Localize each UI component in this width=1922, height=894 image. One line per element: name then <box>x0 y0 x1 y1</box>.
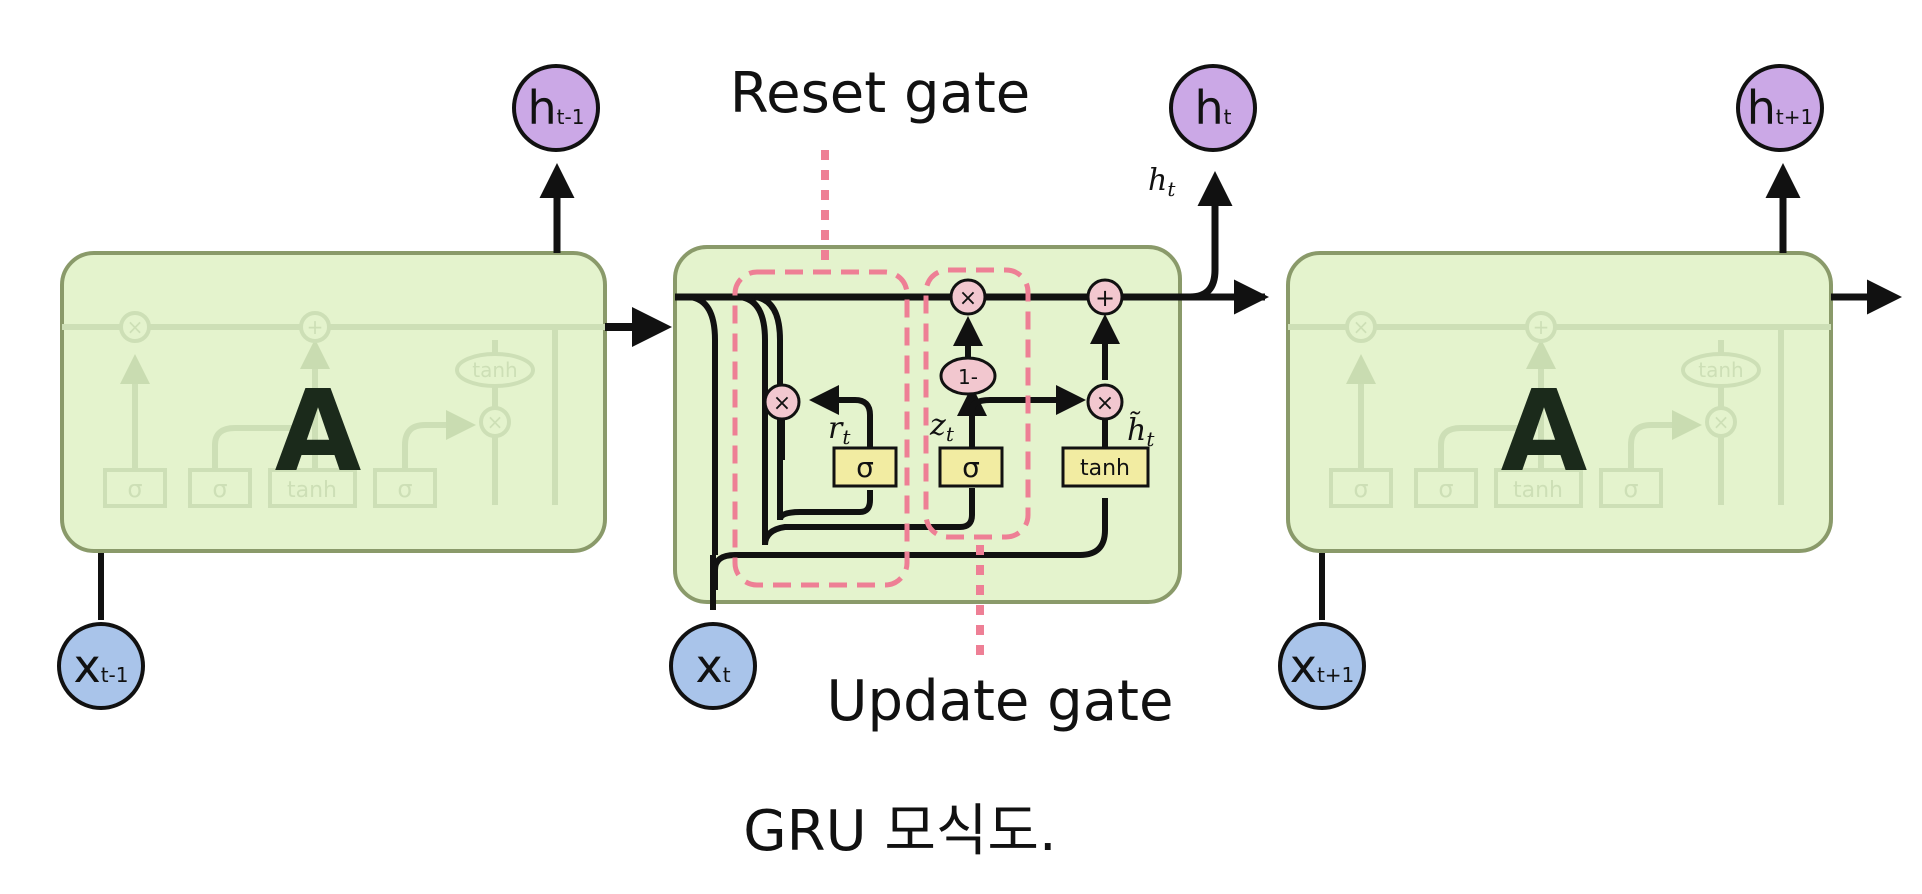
right-cell-label: A <box>1501 367 1588 497</box>
left-tanh-gate: tanh <box>287 478 337 503</box>
rt-label: rt <box>828 411 851 449</box>
right-tanh-op: tanh <box>1698 358 1743 382</box>
reset-gate-label: Reset gate <box>730 61 1031 126</box>
svg-text:xt+1: xt+1 <box>1290 639 1355 693</box>
left-cell-faint-ops <box>103 311 535 508</box>
right-cell-faint-labels: × + × tanh σ σ tanh σ <box>1353 315 1744 503</box>
svg-text:σ: σ <box>856 451 874 484</box>
candidate-mult-op <box>1086 383 1124 421</box>
tanh-gate <box>1061 446 1150 488</box>
left-sigma-2: σ <box>212 475 227 503</box>
svg-text:ht-1: ht-1 <box>528 81 585 135</box>
svg-text:ht+1: ht+1 <box>1747 81 1813 135</box>
ht-label: ht <box>1148 163 1176 201</box>
right-mult-op-2: × <box>1713 410 1730 434</box>
svg-text:×: × <box>959 286 977 311</box>
svg-text:+: + <box>1095 284 1115 312</box>
left-cell-faint-labels: × + × tanh σ σ tanh σ <box>127 315 518 503</box>
svg-text:×: × <box>773 391 791 416</box>
x-prev-node: xt-1 <box>57 622 145 710</box>
center-cell: × + 1- × × σ σ tanh rt zt h̃t ht <box>673 163 1269 610</box>
right-cell-faint-lines <box>1288 324 1831 505</box>
update-sigma-gate <box>938 446 1004 488</box>
right-cell: × + × tanh σ σ tanh σ A <box>1286 163 1902 620</box>
figure-caption: GRU 모식도. <box>743 799 1056 864</box>
svg-text:xt: xt <box>695 639 730 693</box>
right-sigma-1: σ <box>1353 475 1368 503</box>
right-mult-op: × <box>1353 315 1370 339</box>
reset-mult-op <box>763 383 801 421</box>
h-t-node: ht <box>1169 64 1257 152</box>
one-minus-op <box>939 356 997 396</box>
right-sigma-3: σ <box>1623 475 1638 503</box>
x-t-node: xt <box>669 622 757 710</box>
svg-text:×: × <box>1096 391 1114 416</box>
update-gate-region <box>923 267 1031 540</box>
right-plus-op: + <box>1533 315 1550 339</box>
htilde-label: h̃t <box>1127 411 1155 451</box>
left-sigma-3: σ <box>397 475 412 503</box>
h-next-node: ht+1 <box>1736 64 1824 152</box>
left-mult-op-2: × <box>487 410 504 434</box>
left-tanh-op: tanh <box>472 358 517 382</box>
zt-label: zt <box>929 408 955 446</box>
svg-text:tanh: tanh <box>1080 456 1130 481</box>
update-gate-label: Update gate <box>827 669 1174 734</box>
right-cell-faint-ops <box>1329 311 1761 508</box>
left-cell-label: A <box>275 367 362 497</box>
x-next-node: xt+1 <box>1278 622 1366 710</box>
top-mult-op <box>949 278 987 316</box>
reset-sigma-gate <box>832 446 898 488</box>
left-cell: × + × tanh σ σ tanh σ A <box>60 163 607 620</box>
svg-text:xt-1: xt-1 <box>73 639 128 693</box>
center-top-ops: × + <box>949 278 1124 316</box>
left-mult-op: × <box>127 315 144 339</box>
svg-text:σ: σ <box>962 451 980 484</box>
ht-output-arrow <box>1189 171 1233 301</box>
right-tanh-gate: tanh <box>1513 478 1563 503</box>
one-minus-label: 1- <box>958 365 978 389</box>
left-plus-op: + <box>307 315 324 339</box>
svg-text:ht: ht <box>1195 81 1232 135</box>
left-sigma-1: σ <box>127 475 142 503</box>
right-sigma-2: σ <box>1438 475 1453 503</box>
top-plus-op <box>1086 278 1124 316</box>
h-prev-node: ht-1 <box>512 64 600 152</box>
